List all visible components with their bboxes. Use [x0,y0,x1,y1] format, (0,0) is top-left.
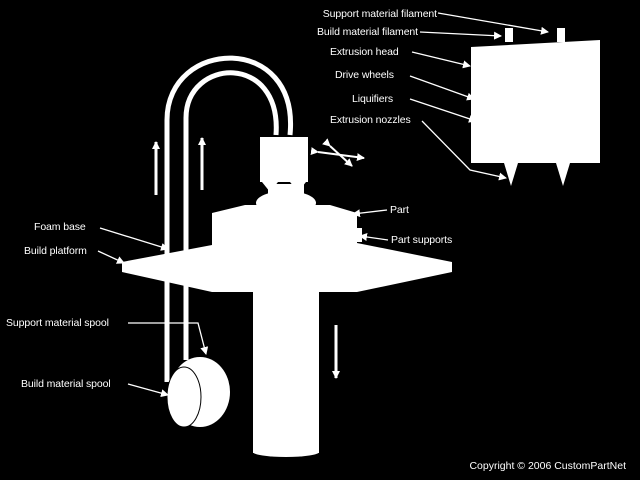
build-platform [122,243,452,292]
label-support-spool: Support material spool [6,317,109,329]
leader-part [352,209,388,218]
foam-base [212,213,357,246]
support-filament-tube [183,70,279,360]
label-extrusion-nozzles: Extrusion nozzles [330,114,411,126]
leader-build-spool [127,383,169,398]
label-drive-wheels: Drive wheels [335,69,394,81]
leader-part-supports [359,233,389,241]
leader-support-spool [128,322,209,355]
copyright-text: Copyright © 2006 CustomPartNet [469,460,626,472]
label-foam-base: Foam base [34,221,86,233]
leader-liquifiers [409,98,477,123]
leader-drive-wheels [409,75,475,101]
label-part-supports: Part supports [391,234,453,246]
label-liquifiers: Liquifiers [352,93,394,105]
leader-extrusion-nozzles [421,120,507,181]
label-build-spool: Build material spool [21,378,111,390]
leader-foam-base [99,227,169,251]
label-support-filament: Support material filament [322,8,437,20]
leader-extrusion-head [411,51,471,69]
part-supports [352,228,362,242]
leader-support-filament [437,12,549,35]
platform-column [253,268,319,453]
extrusion-nozzle [504,163,518,186]
extrusion-head-small [260,137,308,182]
leader-build-platform [97,250,125,264]
extrusion-head-detail [471,40,600,163]
build-filament-tube [164,55,293,382]
leader-build-filament [419,31,502,40]
label-build-platform: Build platform [24,245,87,257]
label-part: Part [390,204,409,216]
label-extrusion-head: Extrusion head [330,46,399,58]
label-build-filament: Build material filament [317,26,418,38]
